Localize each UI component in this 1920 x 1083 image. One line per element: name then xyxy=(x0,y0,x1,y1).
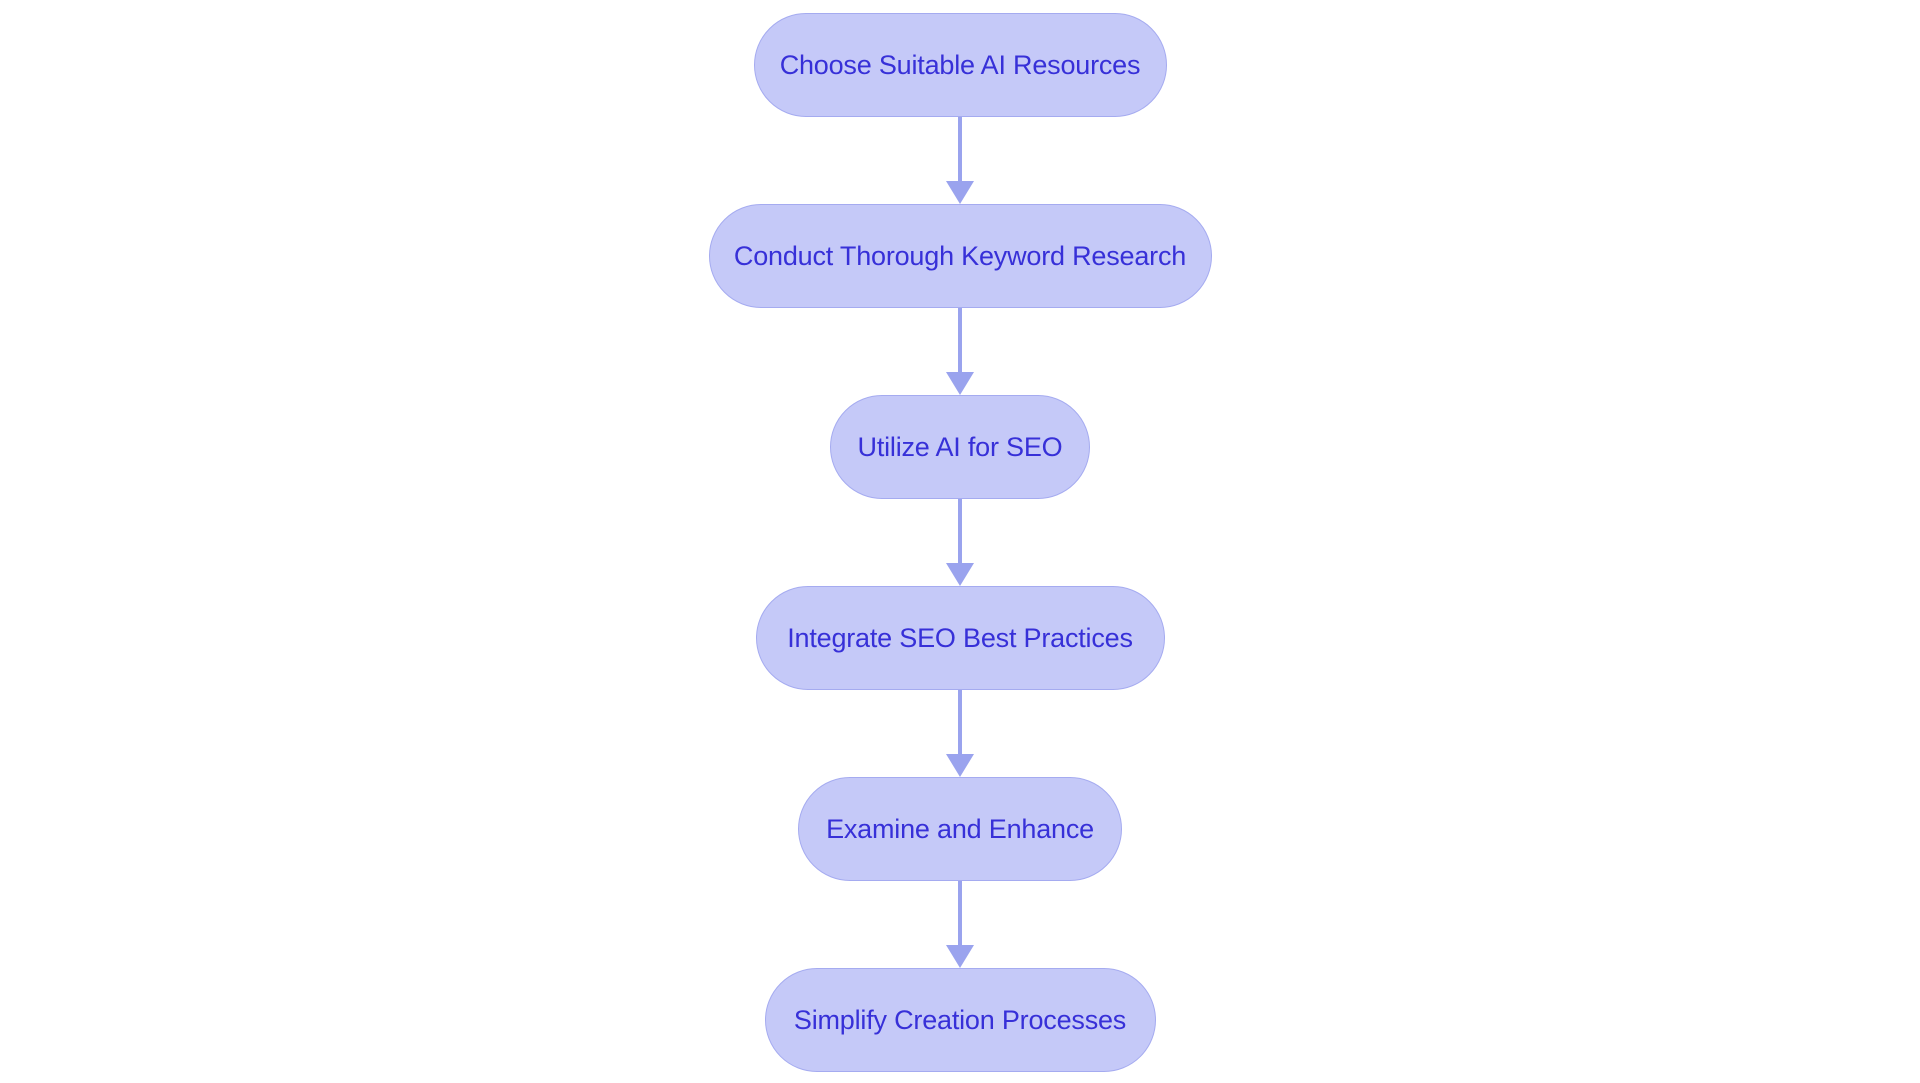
flowchart-connector-2 xyxy=(0,308,1920,395)
flowchart-connector-4 xyxy=(0,690,1920,777)
flowchart-node-6[interactable]: Simplify Creation Processes xyxy=(764,968,1156,1072)
flowchart-node-4-label: Integrate SEO Best Practices xyxy=(787,622,1133,653)
flowchart-node-5-label: Examine and Enhance xyxy=(826,813,1094,844)
flowchart-node-3[interactable]: Utilize AI for SEO xyxy=(830,395,1090,499)
flowchart-node-1[interactable]: Choose Suitable AI Resources xyxy=(753,13,1167,117)
flowchart-node-2[interactable]: Conduct Thorough Keyword Research xyxy=(708,204,1212,308)
flowchart-node-6-label: Simplify Creation Processes xyxy=(793,1004,1127,1035)
flowchart-connector-5 xyxy=(0,881,1920,968)
flowchart-node-2-label: Conduct Thorough Keyword Research xyxy=(733,240,1187,271)
flowchart-node-1-label: Choose Suitable AI Resources xyxy=(779,49,1141,80)
flowchart-connector-3 xyxy=(0,499,1920,586)
flowchart-node-3-label: Utilize AI for SEO xyxy=(857,431,1063,462)
flowchart-connector-1 xyxy=(0,117,1920,204)
flowchart-node-5[interactable]: Examine and Enhance xyxy=(798,777,1122,881)
flowchart-node-4[interactable]: Integrate SEO Best Practices xyxy=(755,586,1165,690)
